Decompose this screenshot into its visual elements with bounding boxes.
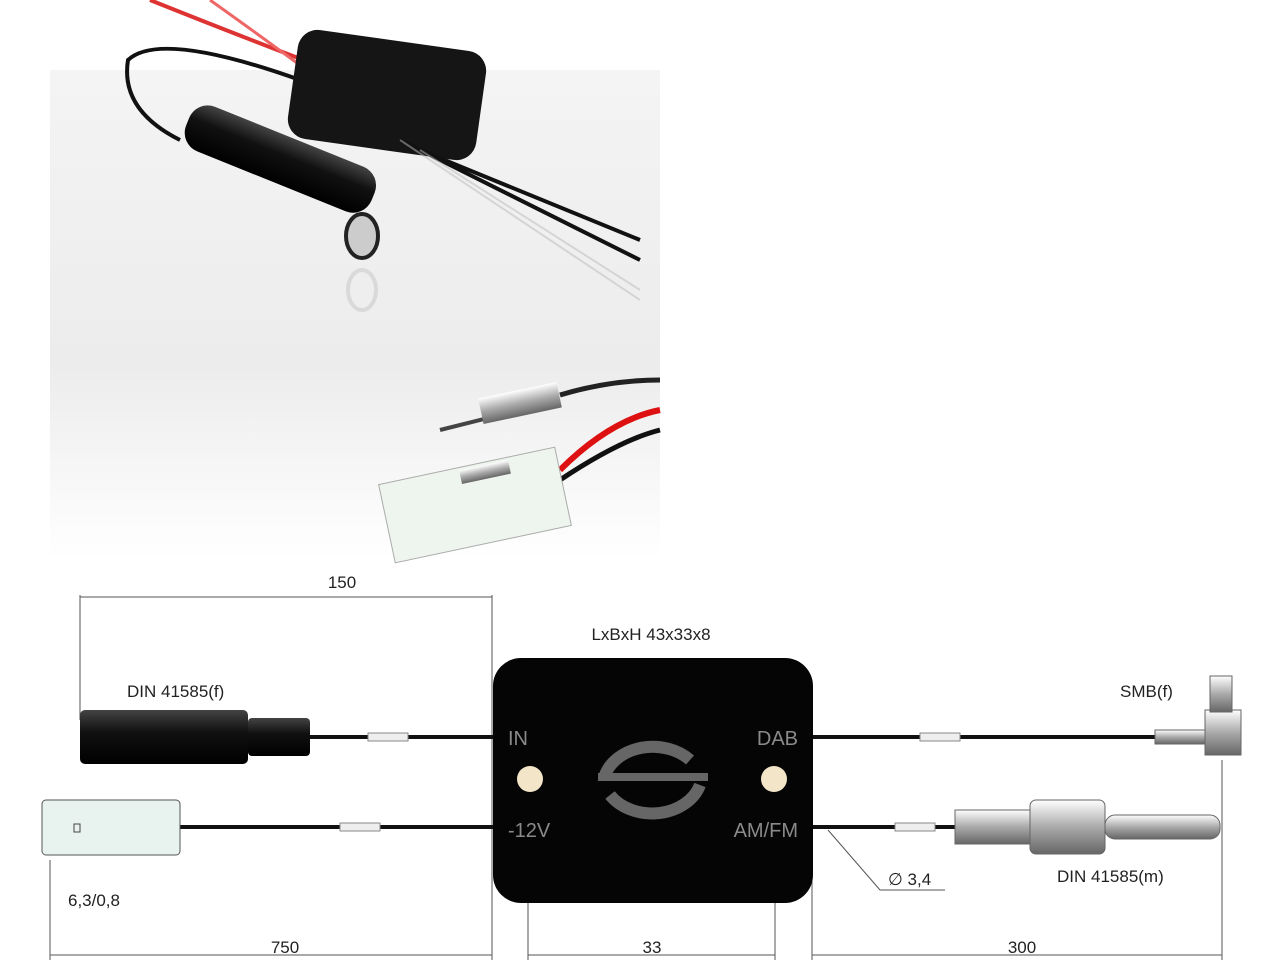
- cable-diameter-label: ∅ 3,4: [888, 870, 931, 889]
- flat-connector-label: 6,3/0,8: [68, 891, 120, 910]
- port-label-in: IN: [508, 728, 528, 750]
- port-label-dab: DAB: [757, 728, 798, 750]
- port-label-amfm: AM/FM: [734, 820, 798, 842]
- product-photo: [50, 0, 661, 564]
- flat-connector: [41, 799, 181, 856]
- measure-left: 750: [271, 938, 299, 957]
- amplifier-module: IN -12V DAB AM/FM: [493, 658, 813, 903]
- logo-icon: [599, 740, 694, 778]
- din-female-label: DIN 41585(f): [127, 682, 224, 701]
- din-female-connector: [80, 710, 310, 764]
- amplifier-module-photo: [287, 29, 487, 161]
- dimension-lines: [49, 595, 1223, 960]
- smb-label: SMB(f): [1120, 682, 1173, 701]
- din-male-connector: [954, 799, 1221, 855]
- flat-connector-slot: [73, 823, 81, 833]
- smb-connector: [1154, 675, 1242, 756]
- measure-right: 300: [1008, 938, 1036, 957]
- cables: [180, 732, 1160, 832]
- din-male-label: DIN 41585(m): [1057, 867, 1164, 886]
- dimensions-label: LxBxH 43x33x8: [591, 625, 710, 644]
- measure-module: 33: [643, 938, 662, 957]
- measure-top: 150: [328, 573, 356, 592]
- port-label-power: -12V: [508, 820, 551, 842]
